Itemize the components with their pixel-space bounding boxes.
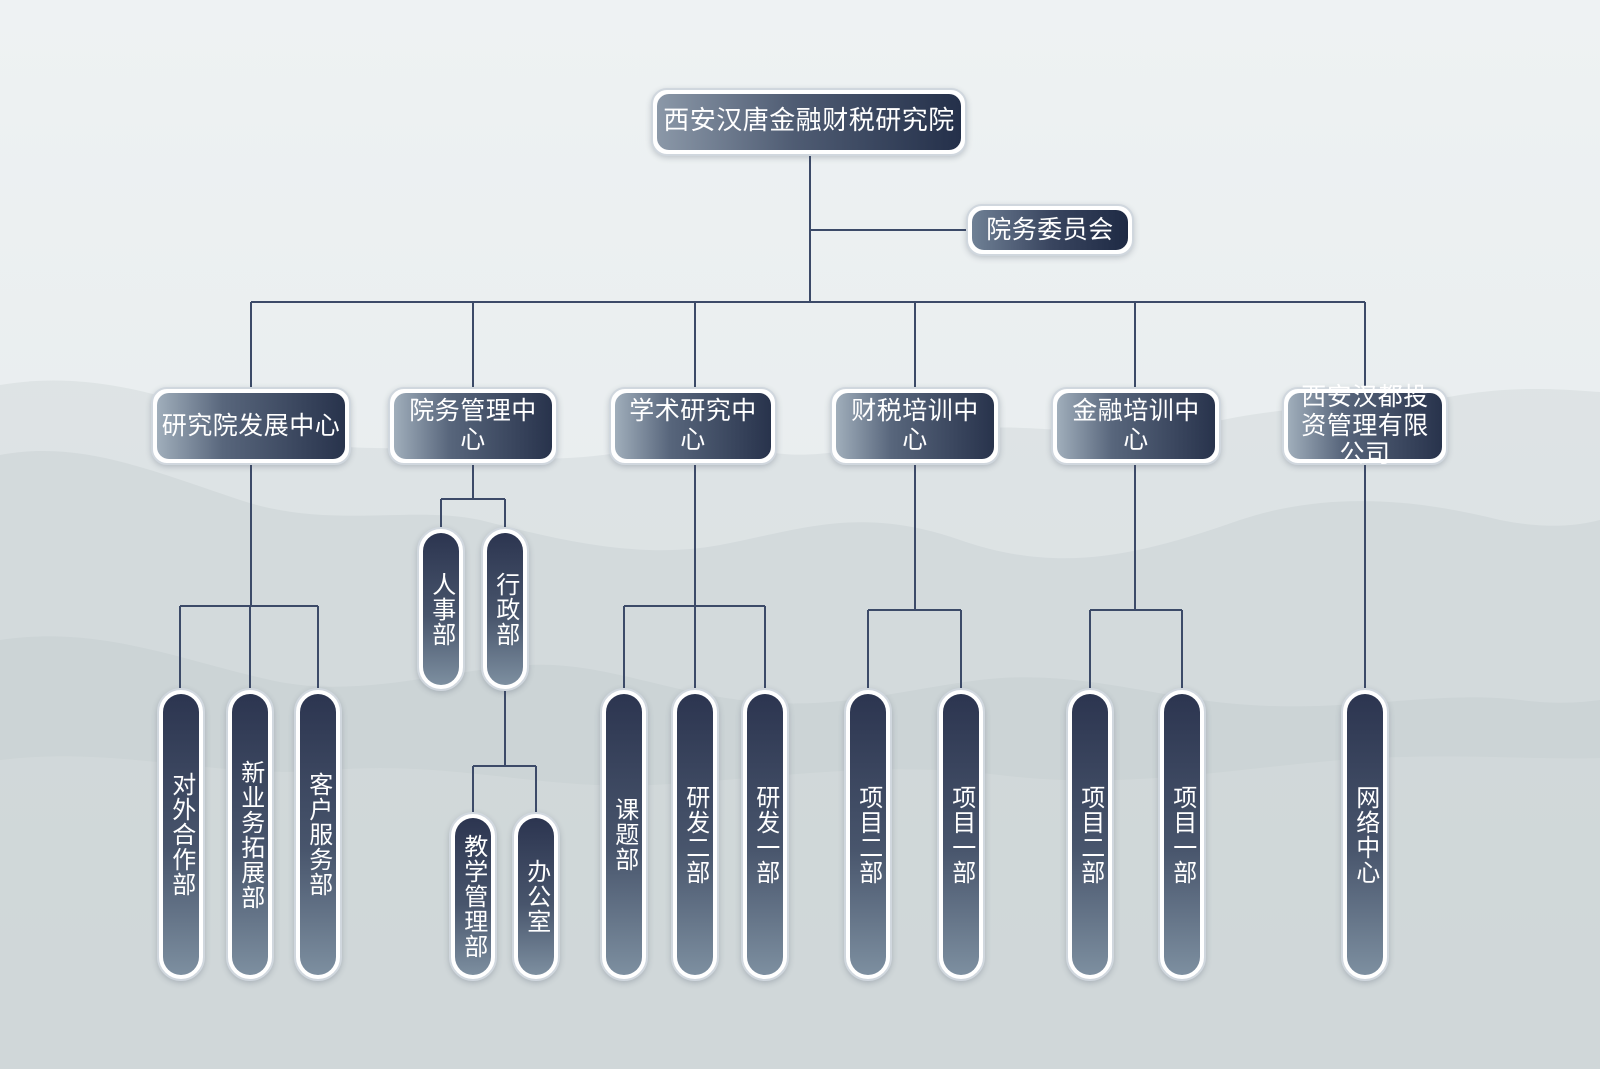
dept-pill: 教学管理部 <box>449 812 497 981</box>
center-node-5: 西安汉都投资管理有限公司 <box>1282 382 1448 468</box>
dept-label: 新业务拓展部 <box>236 759 265 910</box>
center-label: 西安汉都投资管理有限公司 <box>1288 382 1442 468</box>
dept-label: 项目二部 <box>854 784 883 885</box>
dept-pill: 对外合作部 <box>157 688 205 981</box>
dept-pill: 项目二部 <box>1066 688 1114 981</box>
council-node: 院务委员会 <box>966 204 1134 256</box>
center-node-1: 院务管理中心 <box>388 387 558 465</box>
dept-pill: 网络中心 <box>1341 688 1389 981</box>
dept-label: 对外合作部 <box>167 772 196 897</box>
root-node: 西安汉唐金融财税研究院 <box>651 88 967 156</box>
center-node-4: 金融培训中心 <box>1051 387 1221 465</box>
root-label: 西安汉唐金融财税研究院 <box>657 94 961 150</box>
council-label: 院务委员会 <box>972 210 1128 250</box>
dept-pill: 办公室 <box>512 812 560 981</box>
center-node-0: 研究院发展中心 <box>151 387 351 465</box>
dept-label: 人事部 <box>427 571 456 647</box>
dept-label: 客户服务部 <box>304 772 333 897</box>
dept-pill: 课题部 <box>600 688 648 981</box>
dept-pill: 项目二部 <box>844 688 892 981</box>
center-label: 院务管理中心 <box>394 393 552 459</box>
dept-label: 网络中心 <box>1351 784 1380 885</box>
center-label: 研究院发展中心 <box>157 393 345 459</box>
center-label: 财税培训中心 <box>836 393 994 459</box>
dept-label: 行政部 <box>491 571 520 647</box>
dept-label: 课题部 <box>610 797 639 872</box>
center-label: 金融培训中心 <box>1057 393 1215 459</box>
dept-pill: 客户服务部 <box>294 688 342 981</box>
dept-label: 项目二部 <box>1076 784 1105 885</box>
dept-pill: 人事部 <box>417 527 465 691</box>
dept-pill: 研发一部 <box>741 688 789 981</box>
dept-pill: 新业务拓展部 <box>226 688 274 981</box>
dept-label: 研发二部 <box>681 784 710 885</box>
dept-pill: 项目一部 <box>937 688 985 981</box>
dept-pill: 行政部 <box>481 527 529 691</box>
dept-label: 研发一部 <box>751 784 780 885</box>
dept-label: 项目一部 <box>947 784 976 885</box>
center-node-2: 学术研究中心 <box>609 387 777 465</box>
dept-label: 项目一部 <box>1168 784 1197 885</box>
dept-label: 办公室 <box>522 859 551 934</box>
dept-pill: 研发二部 <box>671 688 719 981</box>
dept-label: 教学管理部 <box>459 834 488 959</box>
dept-pill: 项目一部 <box>1158 688 1206 981</box>
center-label: 学术研究中心 <box>615 393 771 459</box>
center-node-3: 财税培训中心 <box>830 387 1000 465</box>
